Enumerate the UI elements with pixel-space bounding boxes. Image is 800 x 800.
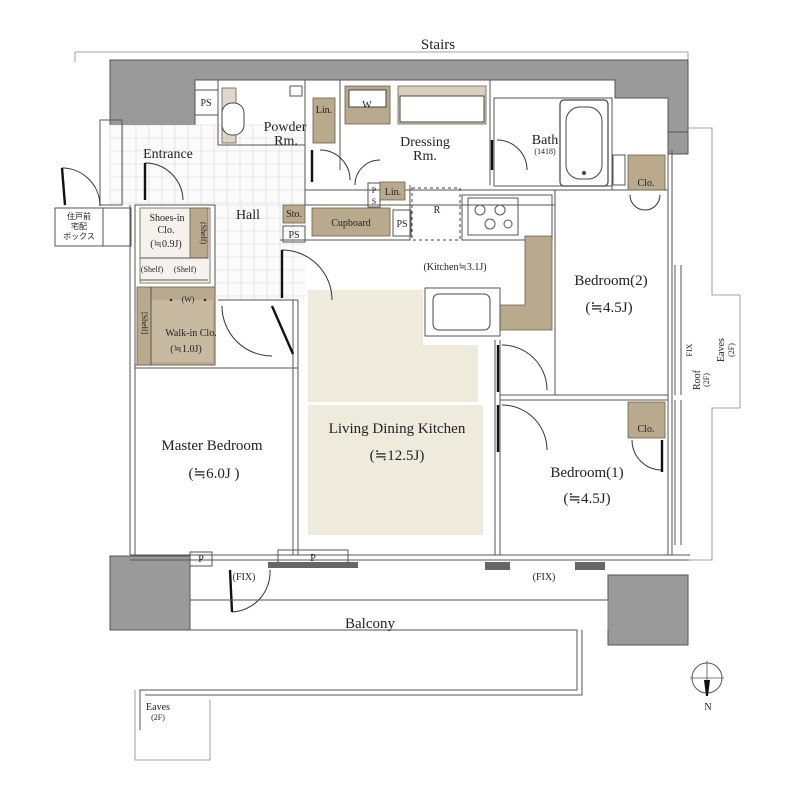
ps-small-p: P (372, 186, 377, 195)
ldk-size-label: (≒12.5J) (370, 448, 425, 464)
ps-label-kitchen: PS (396, 219, 407, 230)
sto-label: Sto. (286, 209, 302, 220)
fix-vertical-label: FIX (685, 343, 694, 356)
shoes-clo-label: Shoes-in (150, 213, 185, 224)
structural-walls (109, 59, 689, 646)
roof-2f-label: (2F) (702, 373, 711, 387)
washer-label: W (362, 100, 372, 111)
kitchen-label: (Kitchen≒3.1J) (423, 262, 486, 273)
dressing-rm-label: Rm. (413, 149, 437, 164)
entrance-label: Entrance (143, 147, 193, 162)
eaves-2f-right: (2F) (727, 343, 736, 357)
kitchen: R (Kitchen≒3.1J) (305, 185, 553, 337)
doors (60, 139, 664, 613)
powder-rm-label: Rm. (274, 134, 298, 149)
powder-room: Powder Rm. (221, 85, 307, 149)
north-compass-icon: N (690, 661, 724, 713)
master-bedroom-size: (≒6.0J ) (189, 466, 240, 482)
eaves-2f-bottom: (2F) (151, 713, 165, 722)
roof-label: Roof (692, 369, 703, 390)
hall-label: Hall (236, 208, 260, 223)
eaves-label-bottom: Eaves (146, 702, 170, 713)
shelf-label-2: (Shelf) (174, 265, 197, 274)
bath: Bath (1418) (493, 97, 626, 187)
shelf-bracket-label: [Shelf] (140, 312, 149, 335)
dressing-label: Dressing (400, 135, 450, 150)
walkin-w-label: (W) (182, 295, 195, 304)
stairs-area: Stairs (74, 37, 689, 62)
balcony: Balcony (139, 599, 609, 730)
lin-label-powder: Lin. (316, 105, 332, 116)
fridge-label: R (434, 205, 441, 216)
p-label-1: P (198, 554, 204, 565)
bedroom-labels: Master Bedroom (≒6.0J ) Bedroom(2) (≒4.5… (161, 273, 647, 507)
bedroom2-label: Bedroom(2) (574, 273, 647, 289)
bedroom1-size: (≒4.5J) (563, 491, 610, 507)
eaves-label-right: Eaves (716, 338, 727, 362)
eaves-roof: Eaves (2F) Eaves (2F) Roof (2F) (134, 127, 741, 761)
walk-in-closet: [Shelf] (W) Walk-in Clo. (≒1.0J) (136, 286, 217, 366)
service-boxes: PS PS PS P S (194, 89, 412, 243)
shelf-label-1: (Shelf) (141, 265, 164, 274)
ldk-floor: Living Dining Kitchen (≒12.5J) (308, 290, 483, 535)
delivery-box-line3: ボックス (63, 232, 95, 241)
clo-label-bedroom2: Clo. (638, 178, 655, 189)
shoes-size-label: (≒0.9J) (150, 239, 181, 250)
ps-label-top: PS (200, 98, 211, 109)
fix-label-right: (FIX) (533, 572, 556, 583)
delivery-box-line1: 住戸前 (67, 211, 91, 221)
dressing-room: W Dressing Rm. (344, 85, 487, 164)
p-label-2: P (310, 553, 316, 564)
ps-label-hall: PS (288, 230, 299, 241)
stairs-label: Stairs (421, 37, 455, 53)
bedroom1-label: Bedroom(1) (550, 465, 623, 481)
master-bedroom-label: Master Bedroom (161, 438, 263, 454)
shoes-in-closet: (Shelf) Shoes-in Clo. (≒0.9J) (Shelf) (S… (139, 207, 211, 284)
bath-size-label: (1418) (534, 147, 556, 156)
shoes-clo-label-2: Clo. (158, 225, 175, 236)
powder-label: Powder (264, 120, 307, 135)
delivery-box-line2: 宅配 (71, 221, 87, 231)
walkin-size-label: (≒1.0J) (170, 344, 201, 355)
north-label: N (704, 702, 711, 713)
clo-label-bedroom1: Clo. (638, 424, 655, 435)
ps-small-s: S (372, 197, 376, 206)
windows: P P (FIX) (FIX) FIX (189, 265, 694, 583)
shelf-vertical-1: (Shelf) (199, 222, 208, 245)
ldk-label: Living Dining Kitchen (329, 421, 466, 437)
balcony-label: Balcony (345, 616, 395, 632)
fix-label-left: (FIX) (233, 572, 256, 583)
delivery-box: 住戸前 宅配 ボックス (54, 207, 132, 247)
interior-walls (99, 80, 690, 561)
stove-burners-icon (474, 204, 513, 230)
entrance-hall-labels: Entrance Hall (143, 147, 260, 223)
bath-label: Bath (532, 133, 558, 148)
cupboard-label: Cupboard (331, 218, 370, 229)
storage-fixtures: Lin. Lin. Sto. Cupboard Clo. Clo. (282, 97, 666, 439)
bedroom2-size: (≒4.5J) (585, 300, 632, 316)
walkin-label: Walk-in Clo. (165, 328, 216, 339)
lin-label-dressing: Lin. (385, 187, 401, 198)
